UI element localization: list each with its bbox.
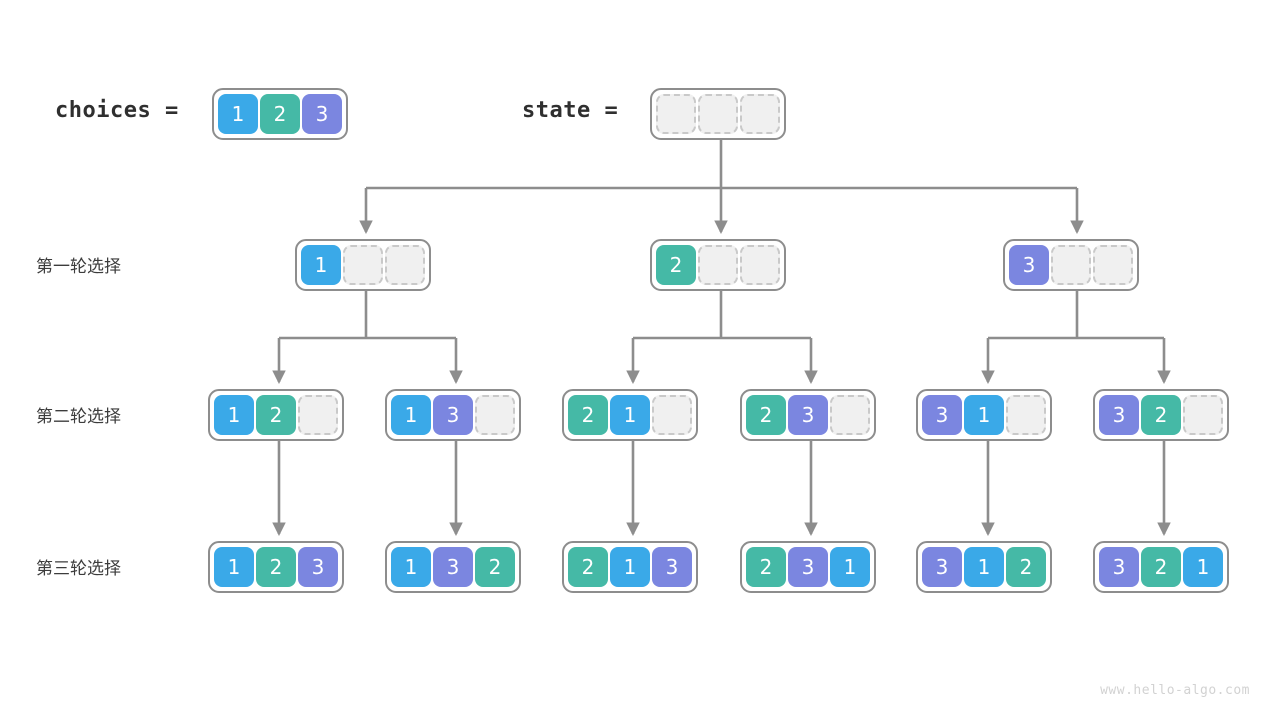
node-row3-4-cell-2: 1	[830, 547, 870, 587]
node-row3-2-cell-2: 2	[475, 547, 515, 587]
node-row3-6-cell-0: 3	[1099, 547, 1139, 587]
row-label-round-2: 第二轮选择	[36, 407, 121, 427]
row-label-round-3: 第三轮选择	[36, 559, 121, 579]
node-row2-6-cell-1: 2	[1141, 395, 1181, 435]
node-row3-2-cell-0: 1	[391, 547, 431, 587]
node-row2-4-cell-2	[830, 395, 870, 435]
node-row3-3-cell-0: 2	[568, 547, 608, 587]
choices-cell-1: 2	[260, 94, 300, 134]
choices-label: choices =	[55, 98, 179, 123]
node-row3-5-cell-2: 2	[1006, 547, 1046, 587]
node-row2-3-cell-2	[652, 395, 692, 435]
node-row1-3-cell-1	[1051, 245, 1091, 285]
state-array	[650, 88, 786, 140]
node-row3-5-cell-0: 3	[922, 547, 962, 587]
node-row3-4-cell-0: 2	[746, 547, 786, 587]
node-row2-1-cell-1: 2	[256, 395, 296, 435]
choices-cell-0: 1	[218, 94, 258, 134]
watermark: www.hello-algo.com	[1100, 683, 1250, 698]
node-row3-4-cell-1: 3	[788, 547, 828, 587]
node-row1-3-cell-0: 3	[1009, 245, 1049, 285]
node-row3-6-cell-2: 1	[1183, 547, 1223, 587]
node-row1-2-cell-0: 2	[656, 245, 696, 285]
state-cell-1	[698, 94, 738, 134]
node-row2-6-cell-0: 3	[1099, 395, 1139, 435]
node-row2-2-cell-2	[475, 395, 515, 435]
node-row3-1-cell-1: 2	[256, 547, 296, 587]
node-row2-3-cell-1: 1	[610, 395, 650, 435]
state-cell-0	[656, 94, 696, 134]
node-row2-2-cell-1: 3	[433, 395, 473, 435]
node-row2-1-cell-2	[298, 395, 338, 435]
state-label: state =	[522, 98, 619, 123]
node-row1-1-cell-1	[343, 245, 383, 285]
node-row1-2-cell-1	[698, 245, 738, 285]
node-row2-4-cell-0: 2	[746, 395, 786, 435]
node-row2-5-cell-2	[1006, 395, 1046, 435]
node-row3-1-cell-0: 1	[214, 547, 254, 587]
node-row2-5-cell-1: 1	[964, 395, 1004, 435]
choices-cell-2: 3	[302, 94, 342, 134]
node-row1-1: 1	[295, 239, 431, 291]
node-row2-6-cell-2	[1183, 395, 1223, 435]
node-row3-1-cell-2: 3	[298, 547, 338, 587]
node-row2-1-cell-0: 1	[214, 395, 254, 435]
node-row1-1-cell-2	[385, 245, 425, 285]
node-row3-5-cell-1: 1	[964, 547, 1004, 587]
row-label-round-1: 第一轮选择	[36, 257, 121, 277]
node-row2-4-cell-1: 3	[788, 395, 828, 435]
node-row1-3: 3	[1003, 239, 1139, 291]
node-row1-3-cell-2	[1093, 245, 1133, 285]
node-row3-3-cell-1: 1	[610, 547, 650, 587]
node-row1-2: 2	[650, 239, 786, 291]
node-row2-5-cell-0: 3	[922, 395, 962, 435]
node-row1-1-cell-0: 1	[301, 245, 341, 285]
node-row3-2-cell-1: 3	[433, 547, 473, 587]
node-row2-2-cell-0: 1	[391, 395, 431, 435]
node-row2-3-cell-0: 2	[568, 395, 608, 435]
node-row3-3-cell-2: 3	[652, 547, 692, 587]
node-row3-6-cell-1: 2	[1141, 547, 1181, 587]
state-cell-2	[740, 94, 780, 134]
node-row1-2-cell-2	[740, 245, 780, 285]
